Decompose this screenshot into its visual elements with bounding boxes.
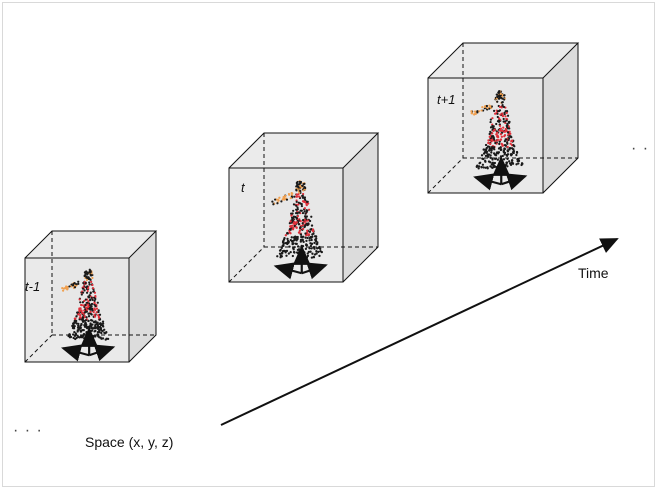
axis-right-arrow: [500, 173, 528, 191]
box-hidden-edge: [228, 246, 265, 283]
point-cloud: [470, 90, 524, 170]
box-right-edge: [342, 133, 379, 283]
box-right-edge: [542, 43, 579, 194]
box-front-edge: [427, 77, 544, 194]
frame-label-t: t: [241, 180, 246, 195]
time-axis-label: Time: [578, 265, 609, 281]
box-top-face: [428, 43, 578, 78]
box-front-edge: [228, 167, 344, 283]
axis-right-arrow: [301, 262, 328, 280]
time-axis-arrow: [220, 238, 619, 426]
frame-box-t-minus-1: [24, 230, 158, 363]
box-front-edge: [24, 257, 130, 363]
frame-label-t-plus-1: t+1: [437, 92, 455, 107]
coordinate-axes: [61, 327, 116, 362]
box-top-edge: [228, 132, 380, 169]
box-top-edge: [24, 230, 158, 259]
box-right-face: [543, 43, 578, 193]
box-top-face: [25, 231, 156, 258]
space-axis-label: Space (x, y, z): [85, 434, 173, 450]
axis-right-arrow: [88, 344, 116, 362]
box-right-edge: [128, 231, 157, 363]
box-hidden-edge: [24, 334, 53, 363]
point-cloud-sequence-diagram: Time Space (x, y, z) · · · · · · t-1 t t+1: [13, 42, 655, 450]
axis-left-arrow: [61, 344, 90, 362]
axis-left-arrow: [473, 173, 502, 191]
frame-box-t: [228, 132, 380, 283]
box-top-edge: [427, 42, 580, 79]
box-right-face: [343, 133, 378, 282]
axis-left-arrow: [273, 262, 303, 280]
ellipsis-left: · · ·: [13, 422, 43, 439]
coordinate-axes: [473, 156, 528, 191]
ellipsis-right: · · ·: [631, 140, 655, 157]
frame-box-t-plus-1: [427, 42, 580, 194]
frame-label-t-minus-1: t-1: [25, 279, 40, 294]
box-hidden-edge: [427, 157, 464, 194]
box-top-face: [229, 133, 378, 168]
box-right-face: [129, 231, 156, 362]
coordinate-axes: [273, 245, 328, 280]
